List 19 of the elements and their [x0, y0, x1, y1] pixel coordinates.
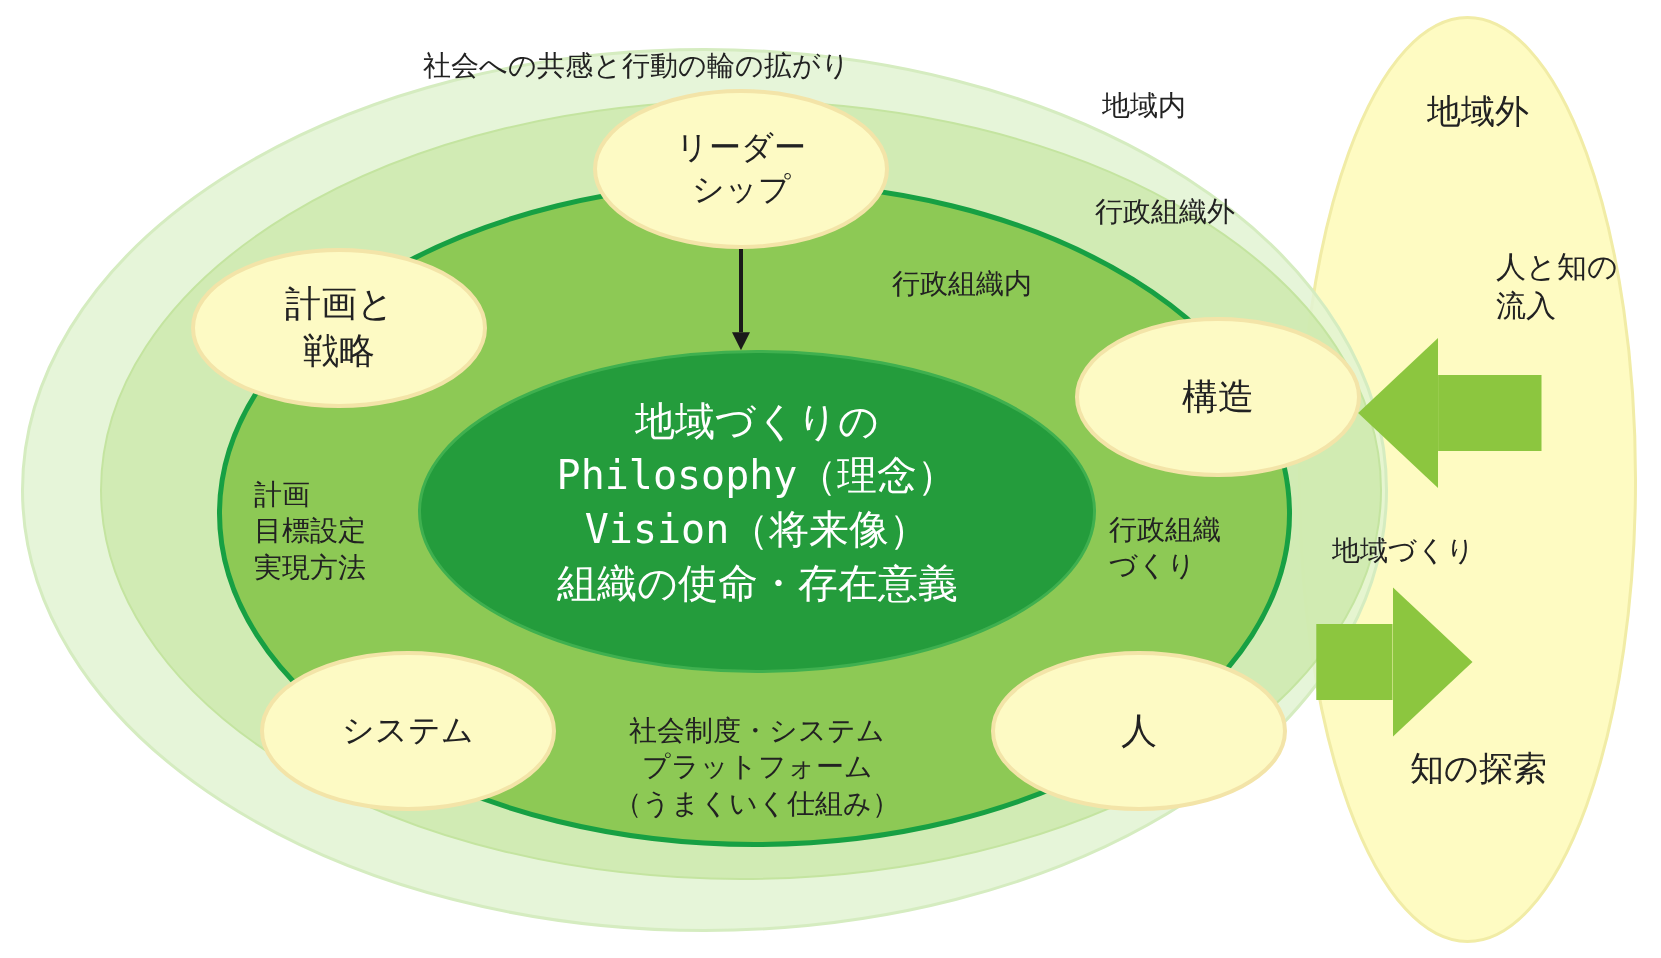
bubble-label: 計画と戦略	[284, 282, 394, 373]
ring-label: 行政組織外	[1095, 193, 1235, 230]
bubble-label: 構造	[1182, 374, 1254, 419]
arrow-label: 知の探索	[1409, 746, 1547, 790]
ring-label: 社会制度・システムプラットフォーム（うまくいく仕組み）	[614, 713, 900, 823]
ring-label: 行政組織内	[892, 265, 1032, 302]
bubble-label: 人	[1121, 708, 1157, 753]
ring-label: 計画目標設定実現方法	[254, 477, 366, 587]
area-label: 地域づくり	[1331, 532, 1475, 569]
ring-label: 地域内	[1102, 87, 1186, 124]
side-heading: 地域外	[1427, 89, 1529, 133]
ring-label: 行政組織づくり	[1109, 511, 1221, 584]
arrow	[732, 249, 750, 351]
ring-label: 社会への共感と行動の輪の拡がり	[422, 47, 850, 84]
bubble-label: リーダーシップ	[676, 127, 806, 210]
bubble-label: システム	[342, 710, 474, 752]
center-text: 地域づくりのPhilosophy（理念）Vision（将来像）組織の使命・存在意義	[556, 397, 958, 608]
block-arrow	[1358, 338, 1542, 488]
arrow-label: 人と知の流入	[1496, 248, 1618, 325]
